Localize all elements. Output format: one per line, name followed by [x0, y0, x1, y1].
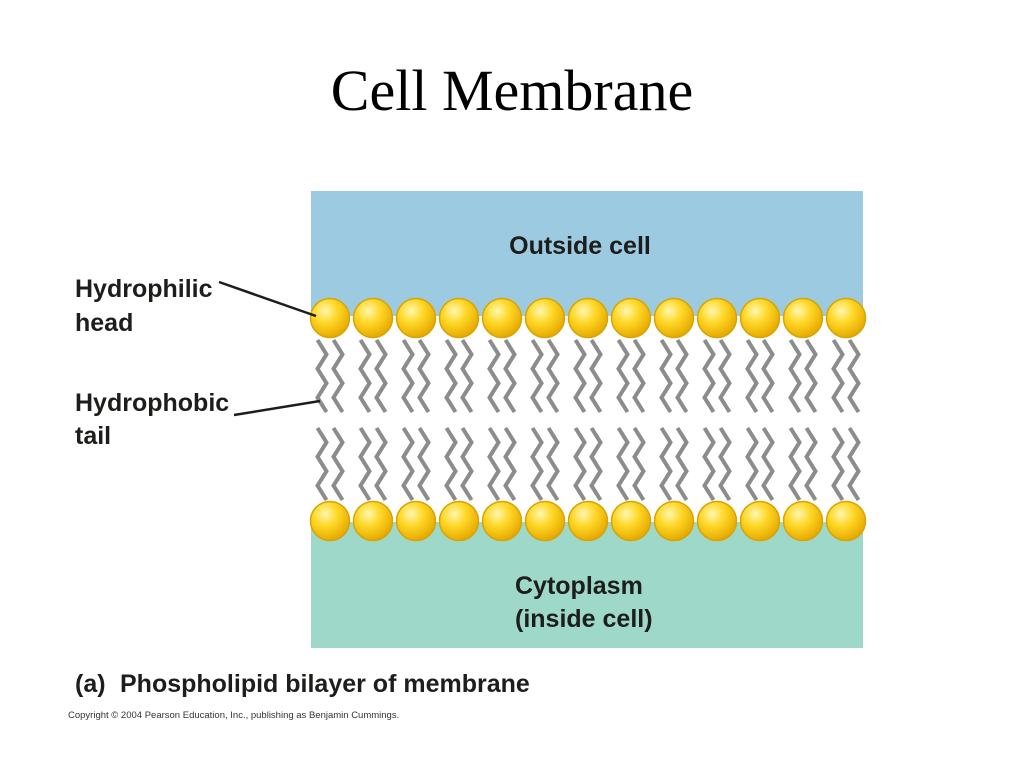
upper-head — [739, 297, 781, 339]
slide-title: Cell Membrane — [330, 58, 694, 123]
head-label: head — [75, 309, 133, 337]
tail-leader-line — [233, 399, 321, 417]
upper-tail — [616, 338, 630, 414]
upper-tail — [444, 338, 458, 414]
lower-tail — [589, 426, 603, 502]
upper-tail — [847, 338, 861, 414]
lower-tail — [487, 426, 501, 502]
lower-tail — [401, 426, 415, 502]
upper-tail — [702, 338, 716, 414]
lower-head — [524, 500, 566, 542]
upper-tail — [632, 338, 646, 414]
upper-tail — [788, 338, 802, 414]
lower-tail — [460, 426, 474, 502]
upper-tail — [374, 338, 388, 414]
lower-tail — [632, 426, 646, 502]
lower-tail — [761, 426, 775, 502]
lower-head — [352, 500, 394, 542]
upper-tail — [530, 338, 544, 414]
lower-tail — [503, 426, 517, 502]
upper-head — [567, 297, 609, 339]
cytoplasm-region — [311, 522, 863, 648]
cytoplasm-label: Cytoplasm — [515, 572, 643, 600]
upper-tail — [659, 338, 673, 414]
lower-head — [438, 500, 480, 542]
upper-head — [782, 297, 824, 339]
upper-head — [610, 297, 652, 339]
upper-tail — [718, 338, 732, 414]
lower-head — [395, 500, 437, 542]
upper-tail — [401, 338, 415, 414]
lower-tail — [745, 426, 759, 502]
outside-cell-label: Outside cell — [509, 232, 651, 260]
lower-tail — [702, 426, 716, 502]
upper-tail — [460, 338, 474, 414]
head-leader-line — [218, 280, 317, 318]
upper-tail — [573, 338, 587, 414]
lower-tail — [659, 426, 673, 502]
upper-tail — [546, 338, 560, 414]
upper-head — [438, 297, 480, 339]
hydrophobic-tails — [315, 338, 861, 502]
lower-tail — [573, 426, 587, 502]
lower-head — [309, 500, 351, 542]
lower-head — [696, 500, 738, 542]
lower-tail — [788, 426, 802, 502]
tail-region — [311, 316, 863, 522]
hydrophilic-label: Hydrophilic — [75, 275, 213, 303]
upper-tail — [745, 338, 759, 414]
lower-head — [610, 500, 652, 542]
upper-head — [352, 297, 394, 339]
lower-tail — [358, 426, 372, 502]
upper-tail — [761, 338, 775, 414]
caption-marker: (a) — [75, 670, 106, 698]
upper-head — [825, 297, 867, 339]
tail-label: tail — [75, 422, 111, 450]
upper-tail — [487, 338, 501, 414]
lower-tail — [530, 426, 544, 502]
upper-tail — [358, 338, 372, 414]
figure-caption: Phospholipid bilayer of membrane — [120, 670, 530, 698]
outside-cell-region — [311, 191, 863, 316]
upper-tail — [675, 338, 689, 414]
lower-tail — [546, 426, 560, 502]
lower-head — [481, 500, 523, 542]
lower-head — [825, 500, 867, 542]
lower-tail — [616, 426, 630, 502]
lower-tail — [417, 426, 431, 502]
inside-cell-label: (inside cell) — [515, 605, 653, 633]
upper-head — [696, 297, 738, 339]
lower-tail — [374, 426, 388, 502]
lower-head — [739, 500, 781, 542]
lower-head — [567, 500, 609, 542]
copyright-notice: Copyright © 2004 Pearson Education, Inc.… — [68, 710, 399, 721]
upper-tail — [503, 338, 517, 414]
lower-tail — [831, 426, 845, 502]
lower-tail — [675, 426, 689, 502]
lower-tail — [331, 426, 345, 502]
upper-head — [309, 297, 351, 339]
lower-tail — [718, 426, 732, 502]
upper-head — [653, 297, 695, 339]
upper-tail — [589, 338, 603, 414]
hydrophilic-heads — [309, 297, 867, 542]
upper-tail — [417, 338, 431, 414]
upper-tail — [331, 338, 345, 414]
upper-head — [481, 297, 523, 339]
lower-tail — [315, 426, 329, 502]
lower-tail — [804, 426, 818, 502]
hydrophobic-label: Hydrophobic — [75, 389, 229, 417]
upper-tail — [804, 338, 818, 414]
upper-head — [395, 297, 437, 339]
upper-head — [524, 297, 566, 339]
lower-tail — [847, 426, 861, 502]
lower-head — [653, 500, 695, 542]
upper-tail — [831, 338, 845, 414]
lower-tail — [444, 426, 458, 502]
lower-head — [782, 500, 824, 542]
